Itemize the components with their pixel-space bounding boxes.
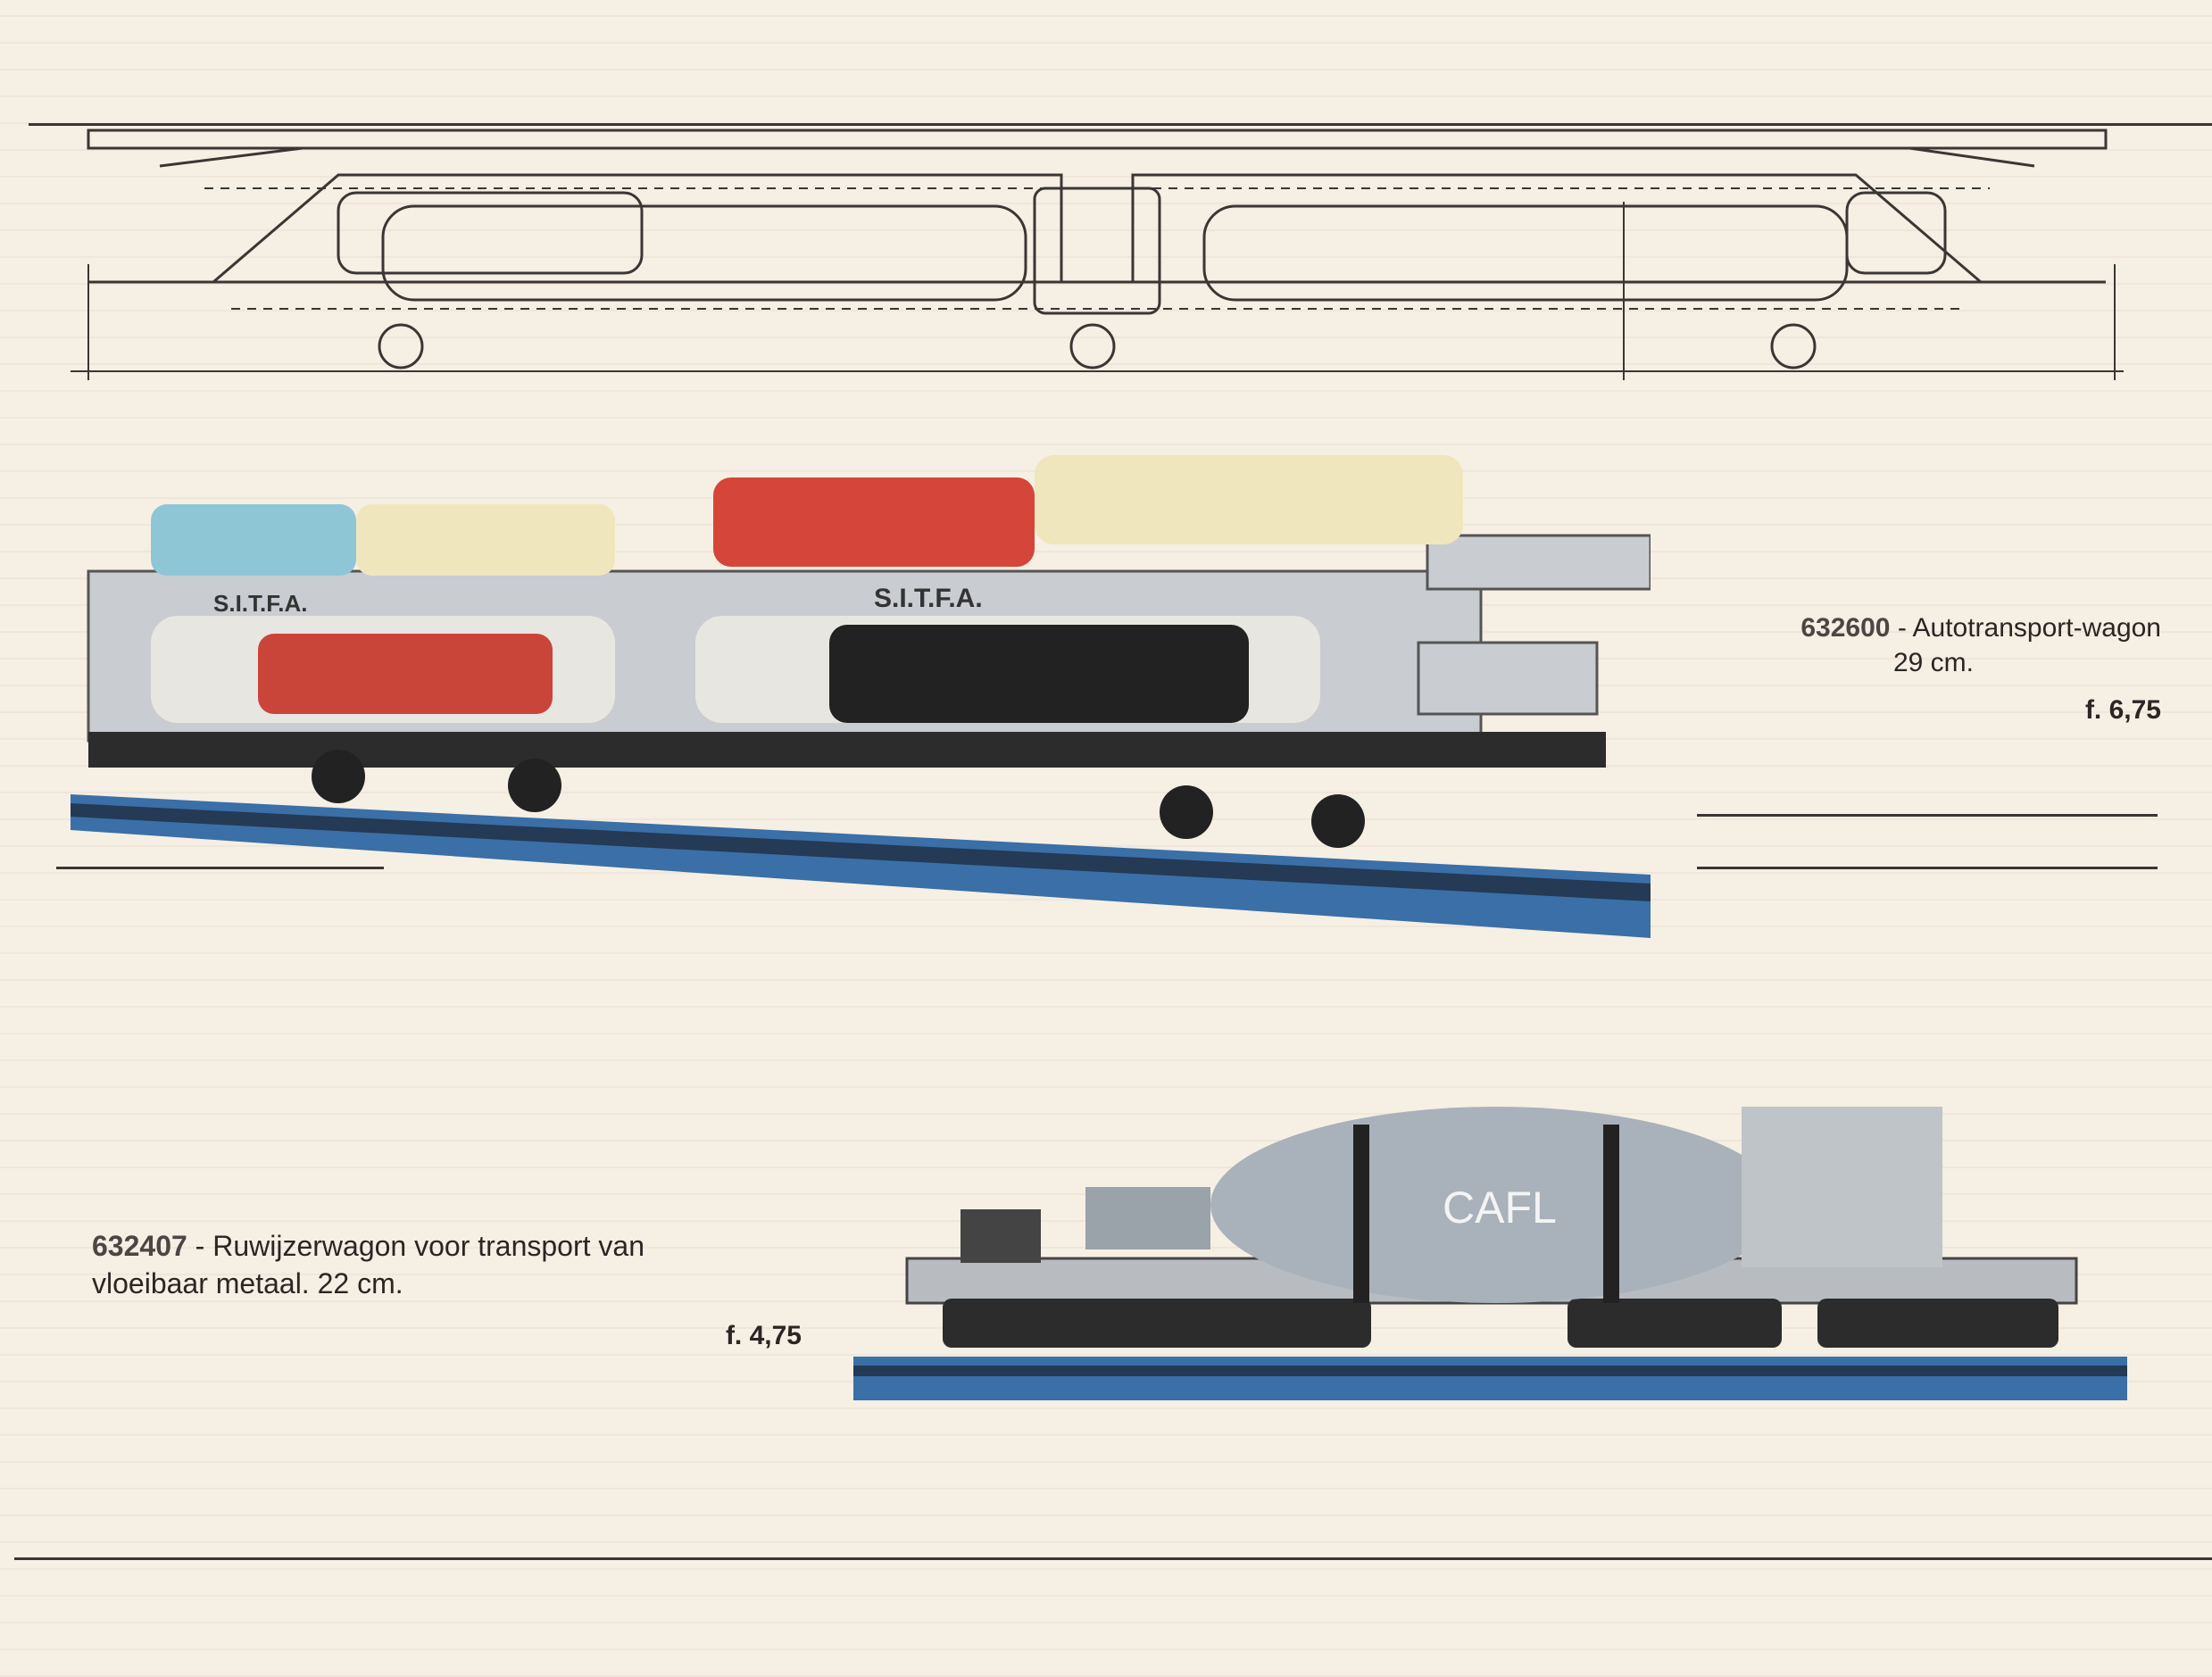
product-632600-description: 632600 - Autotransport-wagon 29 cm. f. 6… bbox=[1626, 610, 2161, 727]
product-code: 632407 bbox=[92, 1230, 187, 1262]
separator: - bbox=[195, 1230, 205, 1262]
product-length: 29 cm. bbox=[1892, 648, 1974, 677]
product-name: Autotransport-wagon bbox=[1912, 613, 2162, 643]
marking-cafl: CAFL bbox=[1443, 1183, 1557, 1233]
marking-sitfa-1: S.I.T.F.A. bbox=[213, 590, 307, 617]
product-price: f. 6,75 bbox=[2084, 695, 2161, 725]
product-code: 632600 bbox=[1800, 613, 1891, 643]
separator: - bbox=[1897, 613, 1907, 643]
product-price: f. 4,75 bbox=[725, 1321, 802, 1351]
autotransport-wagon-photo: S.I.T.F.A. S.I.T.F.A. bbox=[71, 455, 1651, 938]
top-rule bbox=[29, 123, 2212, 126]
product-name: Ruwijzerwagon voor transport van bbox=[212, 1230, 644, 1262]
rule-left bbox=[56, 867, 384, 869]
product-632407-description: 632407 - Ruwijzerwagon voor transport va… bbox=[92, 1228, 802, 1353]
marking-sitfa-2: S.I.T.F.A. bbox=[874, 584, 983, 613]
rule-right-1 bbox=[1697, 814, 2158, 817]
autotransport-wagon-drawing bbox=[71, 129, 2124, 380]
bottom-rule bbox=[14, 1557, 2212, 1560]
product-name-line2: vloeibaar metaal. 22 cm. bbox=[92, 1266, 403, 1299]
rule-right-2 bbox=[1697, 867, 2158, 869]
ruwijzerwagon-photo: CAFL bbox=[853, 1107, 2127, 1400]
